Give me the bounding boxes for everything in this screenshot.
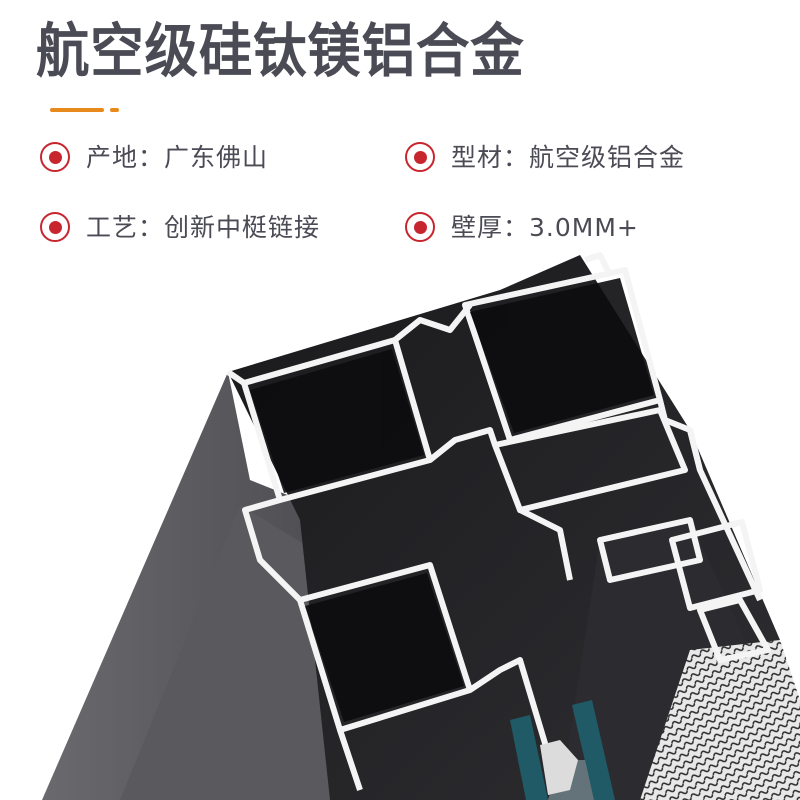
spec-item-origin: 产地： 广东佛山: [40, 141, 268, 173]
spec-item-material: 型材： 航空级铝合金: [405, 141, 685, 173]
spec-label: 壁厚：: [451, 212, 530, 242]
spec-label: 工艺：: [86, 212, 165, 242]
aluminum-profile-render: [42, 252, 800, 800]
spec-value: 创新中梃链接: [164, 212, 321, 242]
spec-value: 3.0MM+: [529, 212, 639, 242]
spec-item-process: 工艺： 创新中梃链接: [40, 211, 320, 243]
title-accent-dash: [110, 108, 119, 112]
spec-label: 型材：: [451, 142, 530, 172]
spec-label: 产地：: [86, 142, 165, 172]
radio-dot-icon: [405, 142, 435, 172]
radio-dot-icon: [40, 212, 70, 242]
radio-dot-icon: [405, 212, 435, 242]
spec-value: 航空级铝合金: [529, 142, 686, 172]
spec-item-wall-thickness: 壁厚： 3.0MM+: [405, 211, 639, 243]
title-accent-bar: [50, 108, 104, 112]
spec-value: 广东佛山: [164, 142, 269, 172]
page-title: 航空级硅钛镁铝合金: [36, 17, 525, 85]
radio-dot-icon: [40, 142, 70, 172]
